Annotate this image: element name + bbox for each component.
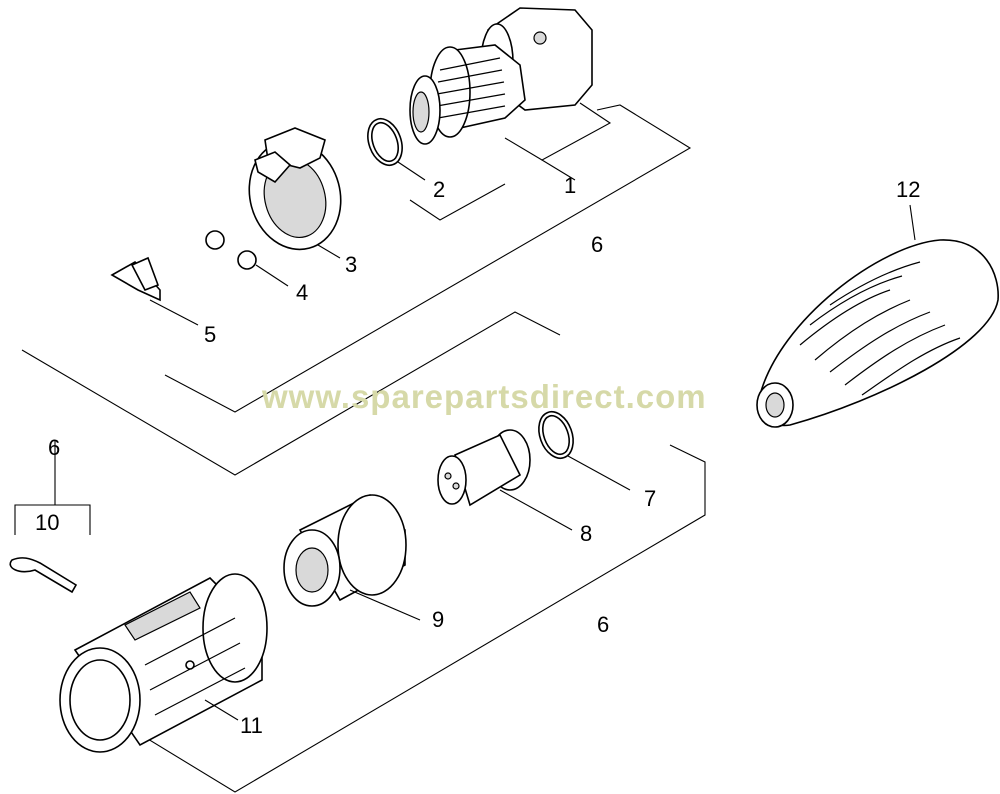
part-label-3: 3 — [345, 252, 357, 277]
part-label-12: 12 — [896, 177, 920, 202]
part-label-6-bottom: 6 — [597, 612, 609, 637]
part-5-clip — [110, 256, 199, 326]
part-4-balls — [205, 230, 289, 287]
group-bracket-6-top — [164, 104, 692, 413]
watermark-text: www.sparepartsdirect.com — [261, 378, 707, 415]
part-label-10: 10 — [35, 510, 59, 535]
part-2-o-ring — [367, 117, 506, 221]
part-11-sleeve — [59, 573, 268, 753]
group-bracket-6-bottom — [21, 311, 561, 476]
part-label-5: 5 — [204, 322, 216, 347]
part-1-connector — [409, 7, 612, 181]
part-label-9: 9 — [432, 607, 444, 632]
group-bracket-6-bottom-b — [119, 444, 706, 793]
part-label-6-left: 6 — [48, 435, 60, 460]
part-label-8: 8 — [580, 521, 592, 546]
part-3-clamp-ring — [248, 127, 342, 259]
part-label-11: 11 — [240, 713, 263, 738]
part-label-7: 7 — [644, 486, 656, 511]
part-label-2: 2 — [433, 177, 445, 202]
part-label-6-top: 6 — [591, 232, 603, 257]
part-12-grip-cone — [756, 204, 999, 428]
part-10-hex-key — [9, 440, 91, 594]
part-8-nozzle-insert — [437, 429, 573, 531]
part-7-o-ring — [538, 410, 631, 491]
part-label-1: 1 — [564, 173, 576, 198]
part-9-nut — [283, 494, 421, 621]
part-label-4: 4 — [296, 280, 308, 305]
